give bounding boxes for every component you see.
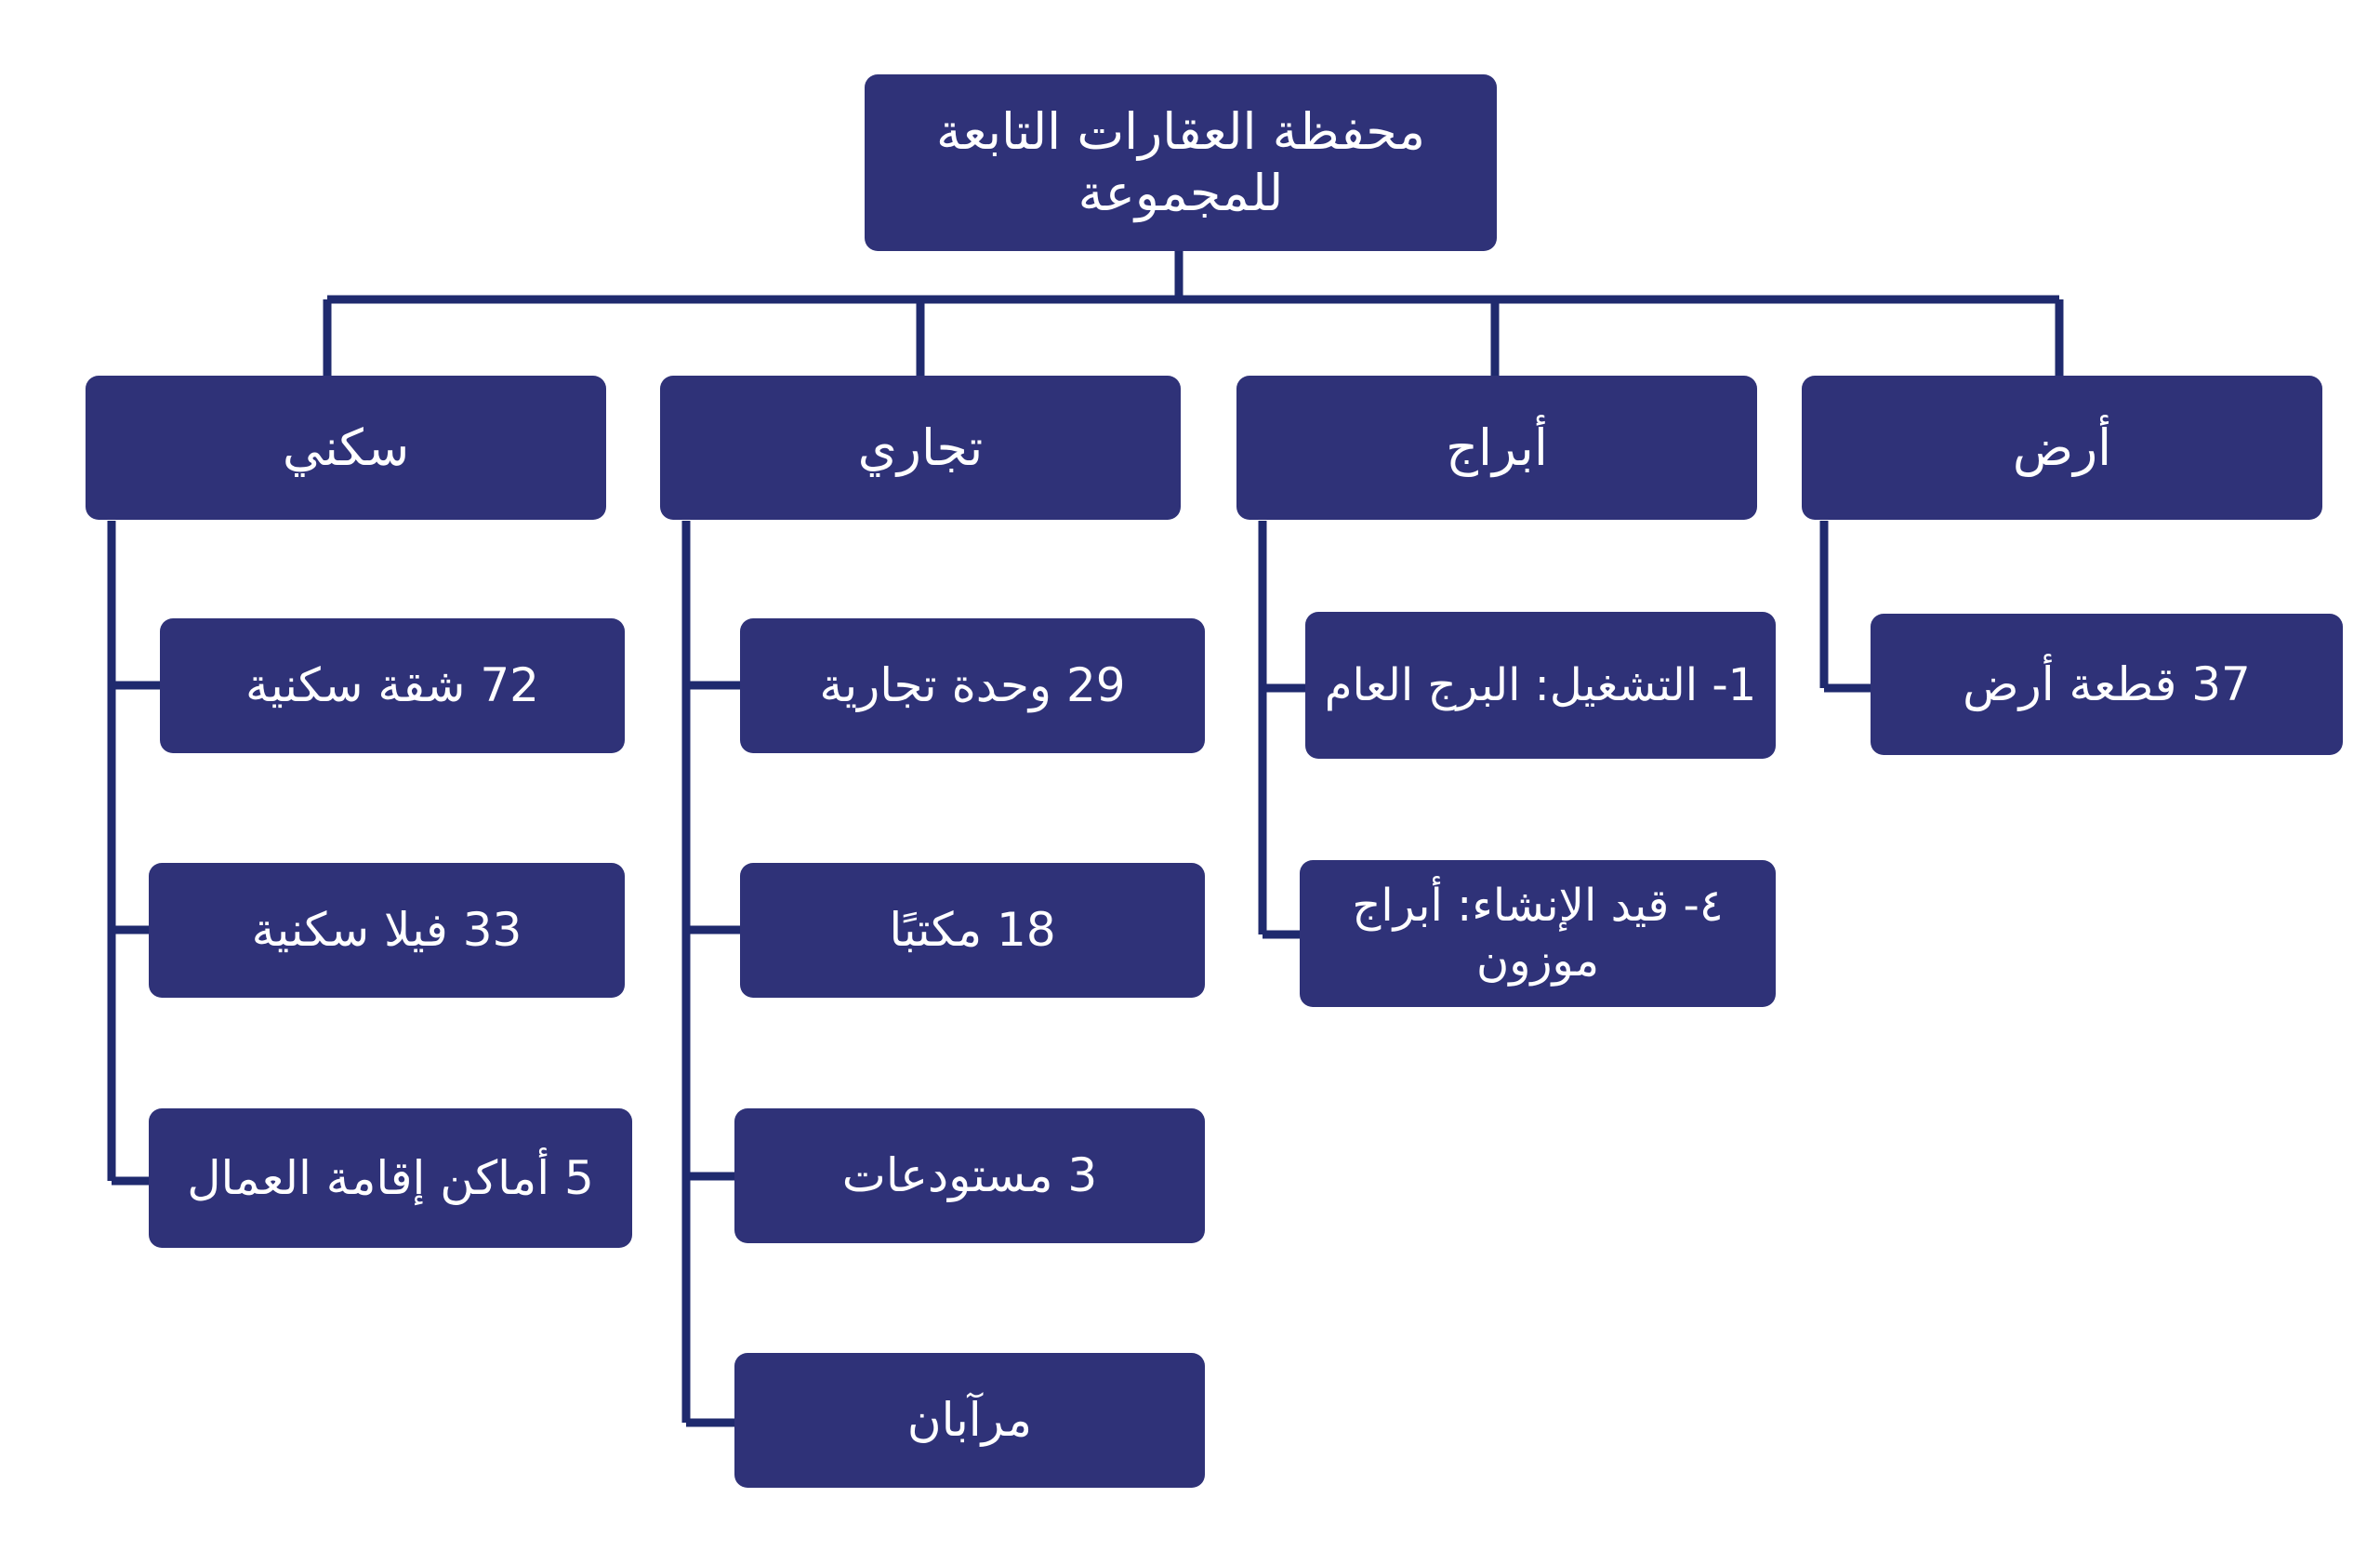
- node-leaf-garages[interactable]: مرآبان: [734, 1353, 1205, 1488]
- node-category-commercial[interactable]: تجاري: [660, 376, 1181, 520]
- node-leaf-land-plots-label: 37 قطعة أرض: [1963, 656, 2251, 711]
- node-category-commercial-label: تجاري: [857, 418, 984, 477]
- node-leaf-warehouses[interactable]: 3 مستودعات: [734, 1108, 1205, 1243]
- node-leaf-offices[interactable]: 18 مكتبًا: [740, 863, 1205, 998]
- node-leaf-land-plots[interactable]: 37 قطعة أرض: [1871, 614, 2343, 755]
- node-leaf-apartments[interactable]: 72 شقة سكنية: [160, 618, 625, 753]
- node-leaf-offices-label: 18 مكتبًا: [889, 903, 1056, 957]
- node-leaf-garages-label: مرآبان: [906, 1393, 1033, 1447]
- node-category-residential-label: سكني: [282, 418, 410, 477]
- node-leaf-tower-construction[interactable]: ٤- قيد الإنشاء: أبراج موزون: [1300, 860, 1776, 1007]
- node-leaf-villas-label: 33 فيلا سكنية: [251, 903, 522, 957]
- node-leaf-warehouses-label: 3 مستودعات: [841, 1148, 1098, 1202]
- node-category-land-label: أرض: [2012, 418, 2112, 477]
- node-category-towers-label: أبراج: [1446, 418, 1548, 477]
- node-category-land[interactable]: أرض: [1802, 376, 2322, 520]
- node-category-residential[interactable]: سكني: [86, 376, 606, 520]
- node-root[interactable]: محفظة العقارات التابعة للمجموعة: [865, 74, 1497, 251]
- node-leaf-tower-operating-label: 1- التشغيل: البرج العام: [1324, 658, 1757, 711]
- node-leaf-villas[interactable]: 33 فيلا سكنية: [149, 863, 625, 998]
- node-root-label: محفظة العقارات التابعة للمجموعة: [935, 102, 1426, 222]
- node-leaf-commercial-units-label: 29 وحدة تجارية: [819, 658, 1126, 712]
- node-leaf-apartments-label: 72 شقة سكنية: [245, 658, 539, 712]
- node-leaf-commercial-units[interactable]: 29 وحدة تجارية: [740, 618, 1205, 753]
- node-leaf-tower-operating[interactable]: 1- التشغيل: البرج العام: [1305, 612, 1776, 759]
- node-leaf-labor-camps-label: 5 أماكن إقامة العمال: [187, 1150, 594, 1205]
- node-leaf-labor-camps[interactable]: 5 أماكن إقامة العمال: [149, 1108, 632, 1248]
- node-category-towers[interactable]: أبراج: [1236, 376, 1757, 520]
- node-leaf-tower-construction-label: ٤- قيد الإنشاء: أبراج موزون: [1352, 880, 1724, 987]
